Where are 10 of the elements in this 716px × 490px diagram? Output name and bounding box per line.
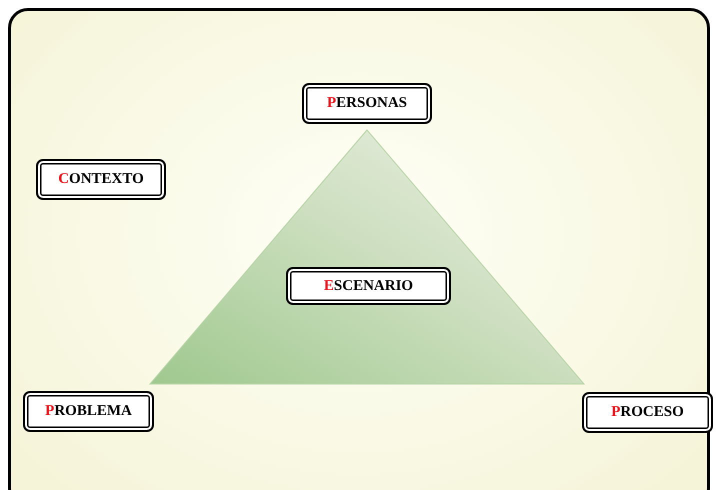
box-label: PERSONAS [326, 95, 408, 112]
label-box [23, 391, 154, 432]
box-label: PROCESO [611, 404, 684, 421]
label-box [36, 159, 166, 200]
box-label: PROBLEMA [45, 403, 132, 420]
label-box [302, 83, 432, 124]
box-label: ESCENARIO [324, 278, 414, 294]
label-box [286, 267, 451, 305]
box-label: CONTEXTO [58, 171, 144, 188]
label-box [582, 392, 713, 433]
